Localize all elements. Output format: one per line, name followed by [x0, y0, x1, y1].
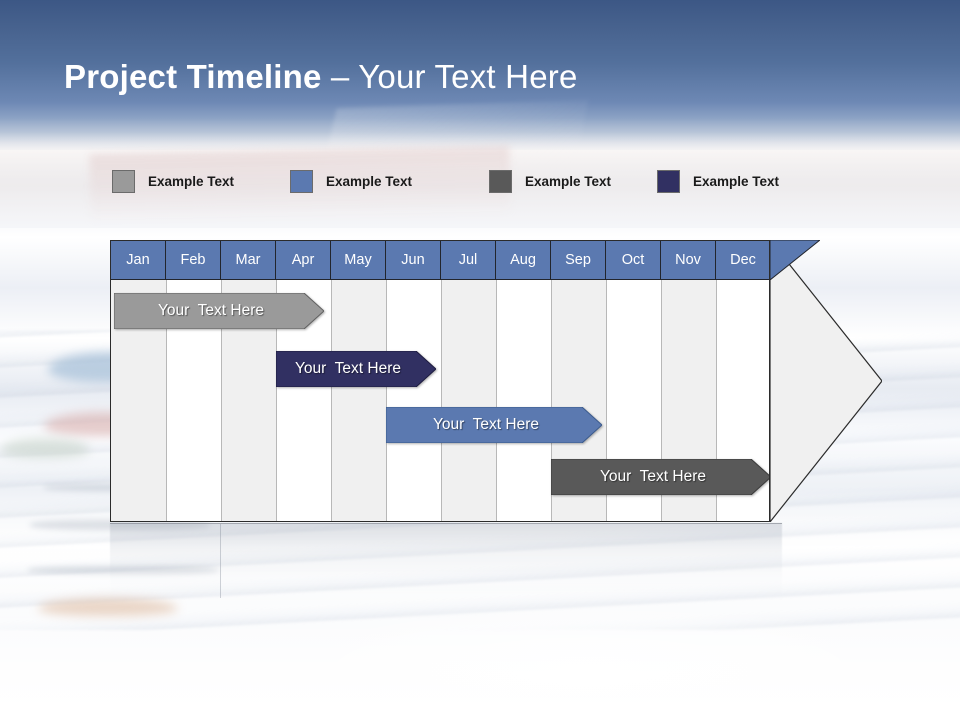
timeline-month-header-aug[interactable]: Aug	[496, 241, 551, 280]
page-title-strong: Project Timeline	[64, 58, 322, 95]
timeline-column-divider	[606, 241, 607, 521]
legend-item-label: Example Text	[148, 173, 235, 189]
legend-swatch-icon	[489, 169, 512, 193]
background-paper-sliver-tan	[38, 598, 178, 616]
timeline-column-divider	[716, 241, 717, 521]
timeline-column-divider	[221, 241, 222, 521]
timeline-month-header-oct[interactable]: Oct	[606, 241, 661, 280]
timeline-month-header-may[interactable]: May	[331, 241, 386, 280]
timeline-column-divider	[166, 241, 167, 521]
timeline-month-header-apr[interactable]: Apr	[276, 241, 331, 280]
legend: Example Text Example Text Example Text Exam…	[112, 168, 812, 194]
legend-item[interactable]: Example Text	[489, 168, 611, 194]
chart-reflection-edge	[220, 524, 221, 598]
timeline-column-divider	[496, 241, 497, 521]
chart-reflection-edge	[110, 523, 782, 524]
timeline-column-divider	[551, 241, 552, 521]
timeline-column-divider	[441, 241, 442, 521]
timeline-column	[221, 241, 276, 521]
timeline-month-header-jun[interactable]: Jun	[386, 241, 441, 280]
timeline-header-wedge	[770, 240, 820, 280]
chart-reflection	[110, 523, 782, 601]
timeline-bar-label: Your Text Here	[433, 416, 539, 433]
timeline-month-header-dec[interactable]: Dec	[716, 241, 769, 280]
timeline-bar-label: Your Text Here	[600, 468, 706, 485]
legend-swatch-icon	[290, 169, 313, 193]
timeline-month-header-mar[interactable]: Mar	[221, 241, 276, 280]
timeline-bar-arrow-icon	[276, 351, 436, 387]
timeline-column	[441, 241, 496, 521]
legend-item-label: Example Text	[693, 173, 780, 189]
timeline-bar[interactable]: Your Text Here	[386, 407, 602, 443]
timeline-month-header-feb[interactable]: Feb	[166, 241, 221, 280]
timeline-bar[interactable]: Your Text Here	[276, 351, 436, 387]
timeline-month-header-jul[interactable]: Jul	[441, 241, 496, 280]
timeline-column	[166, 241, 221, 521]
page-title: Project Timeline – Your Text Here	[64, 58, 578, 96]
timeline-bar-arrow-icon	[114, 293, 324, 329]
timeline-column	[111, 241, 166, 521]
legend-item-label: Example Text	[326, 173, 413, 189]
timeline-month-header-nov[interactable]: Nov	[661, 241, 716, 280]
timeline-column-divider	[111, 241, 112, 521]
background-paper-edge	[28, 566, 218, 574]
timeline-bar-label: Your Text Here	[295, 360, 401, 377]
background-paper-sliver-green	[0, 438, 90, 458]
timeline-arrow-head-icon	[770, 240, 882, 522]
legend-item[interactable]: Example Text	[112, 168, 234, 194]
timeline-bar-label: Your Text Here	[158, 302, 264, 319]
background-paper-edge	[30, 520, 210, 530]
timeline-bar[interactable]: Your Text Here	[551, 459, 769, 495]
timeline-bar[interactable]: Your Text Here	[114, 293, 324, 329]
timeline-bar-arrow-icon	[386, 407, 602, 443]
timeline-month-header-jan[interactable]: Jan	[111, 241, 166, 280]
legend-swatch-icon	[112, 169, 135, 193]
timeline-bar-arrow-icon	[551, 459, 769, 495]
legend-item-label: Example Text	[525, 173, 612, 189]
timeline-column	[496, 241, 551, 521]
timeline-month-header-sep[interactable]: Sep	[551, 241, 606, 280]
timeline-column-divider	[661, 241, 662, 521]
background-glow	[240, 600, 940, 720]
legend-item[interactable]: Example Text	[290, 168, 412, 194]
page-title-light: – Your Text Here	[321, 58, 578, 95]
legend-swatch-icon	[657, 169, 680, 193]
legend-item[interactable]: Example Text	[657, 168, 779, 194]
